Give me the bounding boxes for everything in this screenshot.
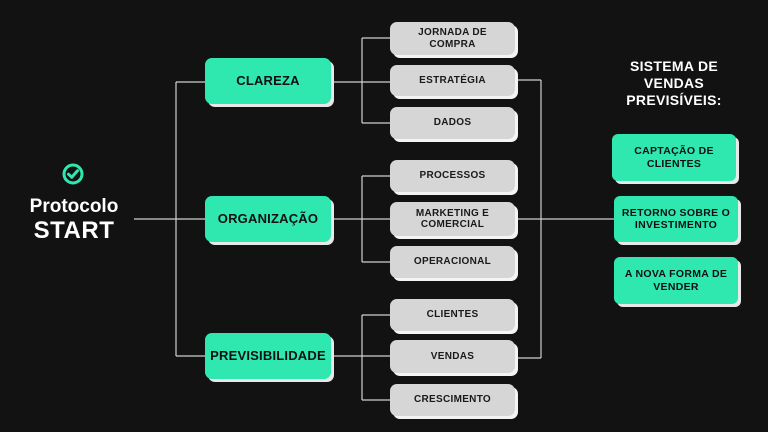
item-jornada-de-compra: JORNADA DE COMPRA [390, 22, 515, 55]
pillar-clareza: CLAREZA [205, 58, 331, 104]
pillar-organizacao: ORGANIZAÇÃO [205, 196, 331, 242]
item-dados: DADOS [390, 107, 515, 139]
item-processos: PROCESSOS [390, 160, 515, 192]
result-a-nova-forma-de-vender: A NOVA FORMA DE VENDER [614, 257, 738, 304]
item-crescimento: CRESCIMENTO [390, 384, 515, 416]
result-retorno-sobre-o-investimento: RETORNO SOBRE O INVESTIMENTO [614, 196, 738, 242]
item-clientes: CLIENTES [390, 299, 515, 331]
system-title: SISTEMA DE VENDAS PREVISÍVEIS: [626, 58, 722, 108]
pillar-previsibilidade: PREVISIBILIDADE [205, 333, 331, 379]
item-operacional: OPERACIONAL [390, 246, 515, 278]
item-marketing-e-comercial: MARKETING E COMERCIAL [390, 202, 515, 236]
item-estrategia: ESTRATÉGIA [390, 65, 515, 96]
protocol-line2: START [33, 217, 115, 244]
result-captacao-de-clientes: CAPTAÇÃO DE CLIENTES [612, 134, 736, 181]
protocol-line1: Protocolo [29, 196, 119, 217]
item-vendas: VENDAS [390, 340, 515, 373]
check-circle-icon [62, 163, 84, 185]
protocol-title: Protocolo START [14, 196, 134, 244]
